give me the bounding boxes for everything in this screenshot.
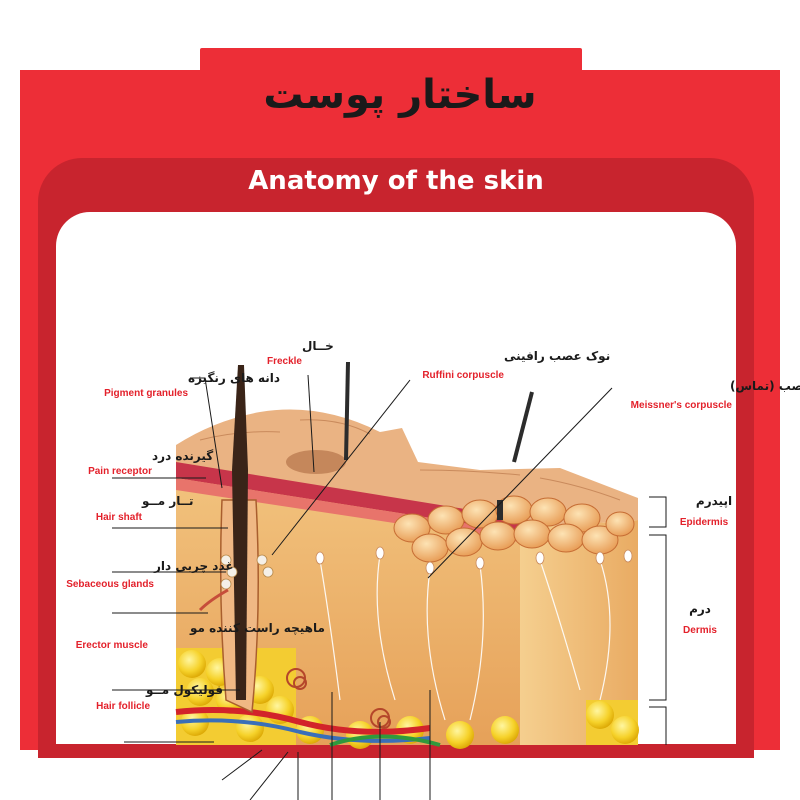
- label-erector: ماهیچه راست کننده مو Erector muscle: [76, 621, 325, 651]
- label-sebaceous: غدد چربی دار Sebaceous glands: [66, 559, 233, 590]
- nerve-fibers: [319, 554, 611, 721]
- label-ruffini: نوک عصب رافینی Ruffini corpuscle: [422, 349, 610, 381]
- leader-lines: [112, 374, 667, 800]
- page-title-persian: ساختار پوست: [263, 72, 537, 118]
- label-hair-shaft-en: Hair shaft: [96, 512, 143, 523]
- label-ruffini-en: Ruffini corpuscle: [422, 370, 504, 381]
- label-epidermis-en: Epidermis: [680, 517, 729, 528]
- label-pain-receptor: گیرنده درد Pain receptor: [88, 449, 213, 477]
- label-epidermis: اپیدرم Epidermis: [680, 494, 732, 528]
- vein: [175, 718, 431, 743]
- label-hair-shaft-fa: تــار مــو: [141, 494, 193, 509]
- hair-3: [512, 391, 534, 463]
- label-dermis-en: Dermis: [683, 625, 717, 636]
- label-dermis-fa: درم: [689, 602, 711, 617]
- label-freckle-en: Freckle: [267, 356, 302, 367]
- label-meissner-en: Meissner's corpuscle: [631, 400, 733, 411]
- label-freckle-fa: خــال: [302, 339, 334, 353]
- label-follicle: فولیکول مــو Hair follicle: [96, 683, 223, 712]
- label-erector-fa: ماهیچه راست کننده مو: [189, 621, 325, 636]
- artery: [175, 707, 431, 735]
- label-sebaceous-fa: غدد چربی دار: [153, 559, 234, 573]
- label-pigment-granules: دانه های رنگیزه Pigment granules: [104, 371, 280, 399]
- label-ruffini-fa: نوک عصب رافینی: [504, 349, 610, 364]
- erector-muscle: [198, 588, 229, 612]
- label-sebaceous-en: Sebaceous glands: [66, 579, 154, 590]
- sebaceous-gland: [220, 554, 274, 590]
- label-dermis: درم Dermis: [683, 602, 717, 636]
- nerve: [329, 734, 441, 747]
- page-title-english: Anatomy of the skin: [248, 166, 544, 196]
- label-follicle-en: Hair follicle: [96, 701, 150, 712]
- label-pigment-granules-en: Pigment granules: [104, 388, 188, 399]
- label-meissner: نوک عصب (تماس) Meissner's corpuscle: [631, 379, 800, 411]
- label-pain-receptor-en: Pain receptor: [88, 466, 152, 477]
- label-freckle: خــال Freckle: [267, 339, 334, 367]
- skin-block: [175, 361, 639, 749]
- label-epidermis-fa: اپیدرم: [696, 494, 732, 509]
- hair-shaft-main: [232, 365, 248, 700]
- label-meissner-fa: نوک عصب (تماس): [730, 379, 800, 394]
- hair-2: [344, 361, 350, 461]
- label-pigment-granules-fa: دانه های رنگیزه: [188, 371, 280, 385]
- dermis-side-face: [520, 520, 638, 745]
- label-follicle-fa: فولیکول مــو: [145, 683, 223, 698]
- label-hair-shaft: تــار مــو Hair shaft: [96, 494, 194, 523]
- label-pain-receptor-fa: گیرنده درد: [152, 449, 213, 463]
- nerve-endings: [315, 546, 633, 575]
- label-erector-en: Erector muscle: [76, 640, 149, 651]
- freckle-spot: [286, 450, 346, 474]
- epidermis-cells: [393, 495, 635, 563]
